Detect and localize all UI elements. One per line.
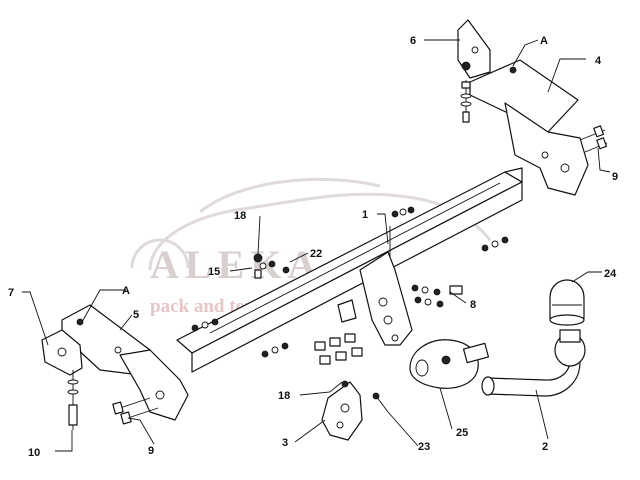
tow-ball-neck-2 bbox=[481, 329, 586, 397]
callout-24: 24 bbox=[604, 268, 617, 280]
callout-22: 22 bbox=[310, 248, 322, 260]
bolt-under-6 bbox=[460, 80, 472, 123]
callout-7: 7 bbox=[8, 287, 14, 299]
left-bracket-5 bbox=[61, 304, 189, 421]
fasteners-8 bbox=[411, 284, 463, 308]
callout-A-left: A bbox=[122, 285, 130, 297]
socket-bracket-3 bbox=[321, 380, 363, 441]
small-tab-plate bbox=[337, 299, 357, 323]
screw-23 bbox=[372, 392, 389, 413]
fasteners-left-of-plate bbox=[314, 333, 363, 365]
callout-23: 23 bbox=[418, 441, 430, 453]
callout-3: 3 bbox=[282, 437, 288, 449]
callout-10: 10 bbox=[28, 447, 40, 459]
callout-1: 1 bbox=[362, 209, 368, 221]
callout-2: 2 bbox=[542, 441, 548, 453]
bolt-10 bbox=[67, 370, 79, 430]
callout-18-lower: 18 bbox=[278, 390, 290, 402]
bolts-9-right bbox=[579, 125, 608, 153]
callouts: 1 2 3 4 5 6 7 8 9 9 10 15 18 18 22 23 24… bbox=[8, 35, 618, 459]
fasteners-15-18-22 bbox=[253, 253, 290, 279]
callout-5: 5 bbox=[133, 309, 139, 321]
watermark: ALEKA pack and towbar bbox=[130, 177, 492, 317]
callout-4: 4 bbox=[595, 55, 602, 67]
main-beam bbox=[176, 167, 523, 373]
callout-18-upper: 18 bbox=[234, 210, 246, 222]
beam-fasteners bbox=[191, 206, 509, 358]
leader-lines bbox=[22, 39, 611, 452]
watermark-brand: ALEKA bbox=[150, 242, 322, 287]
coupling-housing-25 bbox=[409, 339, 490, 389]
bolts-9-left bbox=[112, 397, 159, 425]
callout-25: 25 bbox=[456, 427, 468, 439]
center-mount-plate bbox=[359, 251, 413, 346]
callout-6: 6 bbox=[410, 35, 416, 47]
callout-9-right: 9 bbox=[612, 171, 618, 183]
watermark-car-roof bbox=[199, 177, 381, 214]
callout-8: 8 bbox=[470, 299, 476, 311]
top-bracket-6 bbox=[457, 19, 491, 79]
right-bracket-4 bbox=[469, 59, 589, 196]
callout-15: 15 bbox=[208, 266, 220, 278]
callout-A-right: A bbox=[540, 35, 548, 47]
watermark-car-wheel bbox=[130, 238, 190, 269]
callout-9-left: 9 bbox=[148, 445, 154, 457]
left-bracket-7 bbox=[41, 329, 83, 376]
ball-cap-24 bbox=[549, 279, 585, 326]
